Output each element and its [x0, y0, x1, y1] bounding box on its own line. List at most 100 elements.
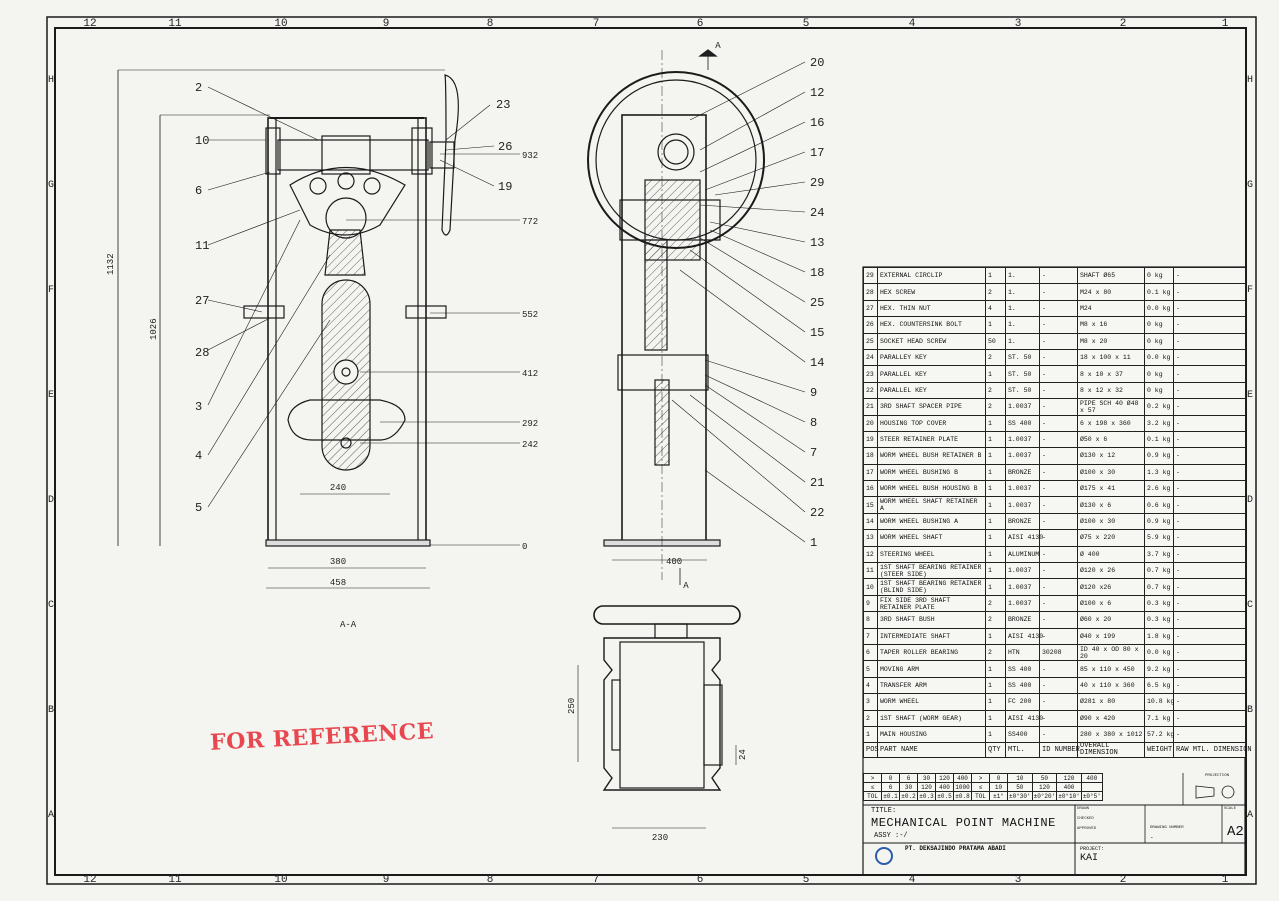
- project-label: PROJECT:: [1080, 846, 1105, 852]
- tolerance-cell: TOL: [863, 791, 882, 801]
- balloon-3: 3: [195, 400, 202, 414]
- bom-cell: Ø175 x 41: [1077, 480, 1145, 498]
- bom-cell: 1.0037: [1005, 496, 1040, 514]
- bom-cell: 3.2 kg: [1144, 414, 1174, 432]
- bom-cell: 50: [985, 332, 1006, 350]
- row-label-left: D: [48, 495, 54, 506]
- balloon-25: 25: [810, 296, 824, 310]
- bom-cell: 3.7 kg: [1144, 545, 1174, 564]
- bom-cell: 6 x 198 x 360: [1077, 414, 1145, 432]
- column-label-top: 2: [1120, 18, 1127, 30]
- drawing-number-label: DRAWING NUMBER: [1150, 826, 1184, 830]
- bom-cell: 1: [985, 725, 1006, 744]
- bom-cell: -: [1173, 529, 1246, 547]
- row-label-right: D: [1247, 495, 1253, 506]
- bom-cell: 1: [985, 709, 1006, 727]
- tolerance-cell: 6: [899, 773, 918, 783]
- bom-cell: 1.3 kg: [1144, 463, 1174, 482]
- bom-cell: AISI 4130: [1005, 709, 1043, 727]
- bom-cell: 57.2 kg: [1144, 725, 1174, 744]
- section-marker-top: A: [715, 41, 721, 51]
- bom-cell: -: [1039, 496, 1078, 514]
- dimension-h250: 250: [567, 698, 577, 714]
- bom-cell: 1.: [1005, 316, 1040, 334]
- column-label-top: 8: [487, 18, 494, 30]
- approved-label: APPROVED: [1077, 827, 1097, 831]
- balloon-11: 11: [195, 239, 209, 253]
- bom-cell: 0.3 kg: [1144, 611, 1174, 629]
- tolerance-cell: 10: [989, 782, 1008, 792]
- section-marker-bottom: A: [683, 581, 689, 591]
- bom-cell: -: [1039, 676, 1078, 695]
- balloon-4: 4: [195, 449, 202, 463]
- column-label-bottom: 6: [697, 874, 704, 886]
- column-label-bottom: 10: [274, 874, 287, 886]
- bom-cell: AISI 4130: [1005, 529, 1043, 547]
- column-label-bottom: 3: [1015, 874, 1022, 886]
- bom-cell: SS 400: [1005, 414, 1040, 432]
- bom-cell: RAW MTL. DIMENSION: [1173, 742, 1252, 759]
- tolerance-cell: ±0.5: [935, 791, 954, 801]
- bom-cell: -: [1173, 562, 1246, 580]
- bom-cell: 0.2 kg: [1144, 398, 1174, 416]
- column-label-bottom: 4: [909, 874, 916, 886]
- balloon-26: 26: [498, 140, 512, 154]
- bom-cell: 12: [863, 545, 878, 564]
- bom-cell: 14: [863, 512, 878, 531]
- column-label-top: 3: [1015, 18, 1022, 30]
- bom-cell: -: [1039, 725, 1078, 744]
- bom-cell: PARALLEL KEY: [877, 381, 986, 400]
- bom-cell: -: [1039, 578, 1078, 596]
- bom-cell: -: [1173, 611, 1246, 629]
- bom-cell: 10: [863, 578, 878, 596]
- bom-cell: -: [1173, 316, 1246, 334]
- row-label-right: A: [1247, 810, 1253, 821]
- row-label-right: H: [1247, 75, 1253, 86]
- bom-cell: 2: [863, 709, 878, 727]
- bom-cell: -: [1173, 676, 1246, 695]
- balloon-2: 2: [195, 81, 202, 95]
- bom-cell: 0.9 kg: [1144, 447, 1174, 465]
- column-label-bottom: 7: [593, 874, 600, 886]
- tolerance-cell: TOL: [971, 791, 990, 801]
- bom-cell: 0 kg: [1144, 316, 1174, 334]
- bom-cell: 3: [863, 693, 878, 711]
- bom-cell: 0 kg: [1144, 365, 1174, 383]
- bom-cell: 1: [863, 725, 878, 744]
- bom-cell: 1.0037: [1005, 430, 1040, 449]
- bom-cell: HEX. COUNTERSINK BOLT: [877, 316, 986, 334]
- bom-cell: WORM WHEEL BUSHING B: [877, 463, 986, 482]
- bom-cell: Ø120 x 26: [1077, 562, 1145, 580]
- side-view: [117, 69, 520, 589]
- bom-cell: Ø120 x26: [1077, 578, 1145, 596]
- bom-cell: PARALLEL KEY: [877, 365, 986, 383]
- assembly-label: ASSY :-/: [874, 832, 908, 840]
- tolerance-cell: 400: [935, 782, 954, 792]
- bom-cell: HOUSING TOP COVER: [877, 414, 986, 432]
- project-name: KAI: [1080, 853, 1099, 864]
- bom-cell: 0 kg: [1144, 381, 1174, 400]
- bom-cell: 5: [863, 660, 878, 678]
- row-label-left: G: [48, 180, 54, 191]
- balloon-22: 22: [810, 506, 824, 520]
- balloon-6: 6: [195, 184, 202, 198]
- balloon-23: 23: [496, 98, 510, 112]
- bom-cell: 8 x 12 x 32: [1077, 381, 1145, 400]
- bom-cell: -: [1039, 627, 1078, 645]
- tolerance-cell: 0: [881, 773, 900, 783]
- bom-cell: 10.8 kg: [1144, 693, 1174, 711]
- balloon-5: 5: [195, 501, 202, 515]
- dimension-d292: 292: [522, 419, 538, 429]
- bom-cell: 17: [863, 463, 878, 482]
- bom-cell: -: [1173, 348, 1246, 367]
- balloon-18: 18: [810, 266, 824, 280]
